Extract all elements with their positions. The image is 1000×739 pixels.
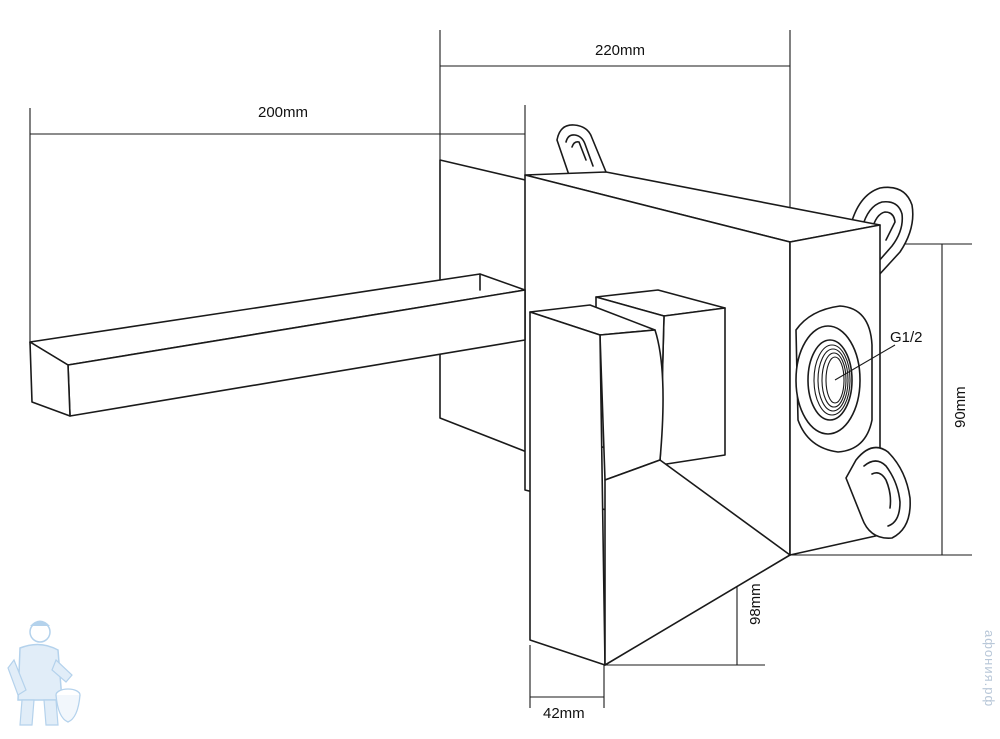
mixer-lever (529, 289, 791, 666)
mounting-ear-top-left (556, 124, 607, 179)
dim-label-98: 98mm (747, 583, 764, 625)
mounting-ear-bottom-right (845, 446, 911, 539)
thread-label: G1/2 (890, 329, 923, 346)
dim-label-42: 42mm (543, 705, 585, 722)
dimension-200: 200mm (29, 104, 526, 345)
dim-label-200: 200mm (258, 104, 308, 121)
brand-mascot-logo (7, 620, 81, 726)
threaded-inlet: G1/2 (795, 305, 923, 453)
dim-label-220: 220mm (595, 42, 645, 59)
spout (29, 273, 526, 417)
watermark-site-text: афония.рф (982, 630, 997, 707)
dim-label-90: 90mm (952, 386, 969, 428)
dimension-42: 42mm (529, 645, 605, 722)
